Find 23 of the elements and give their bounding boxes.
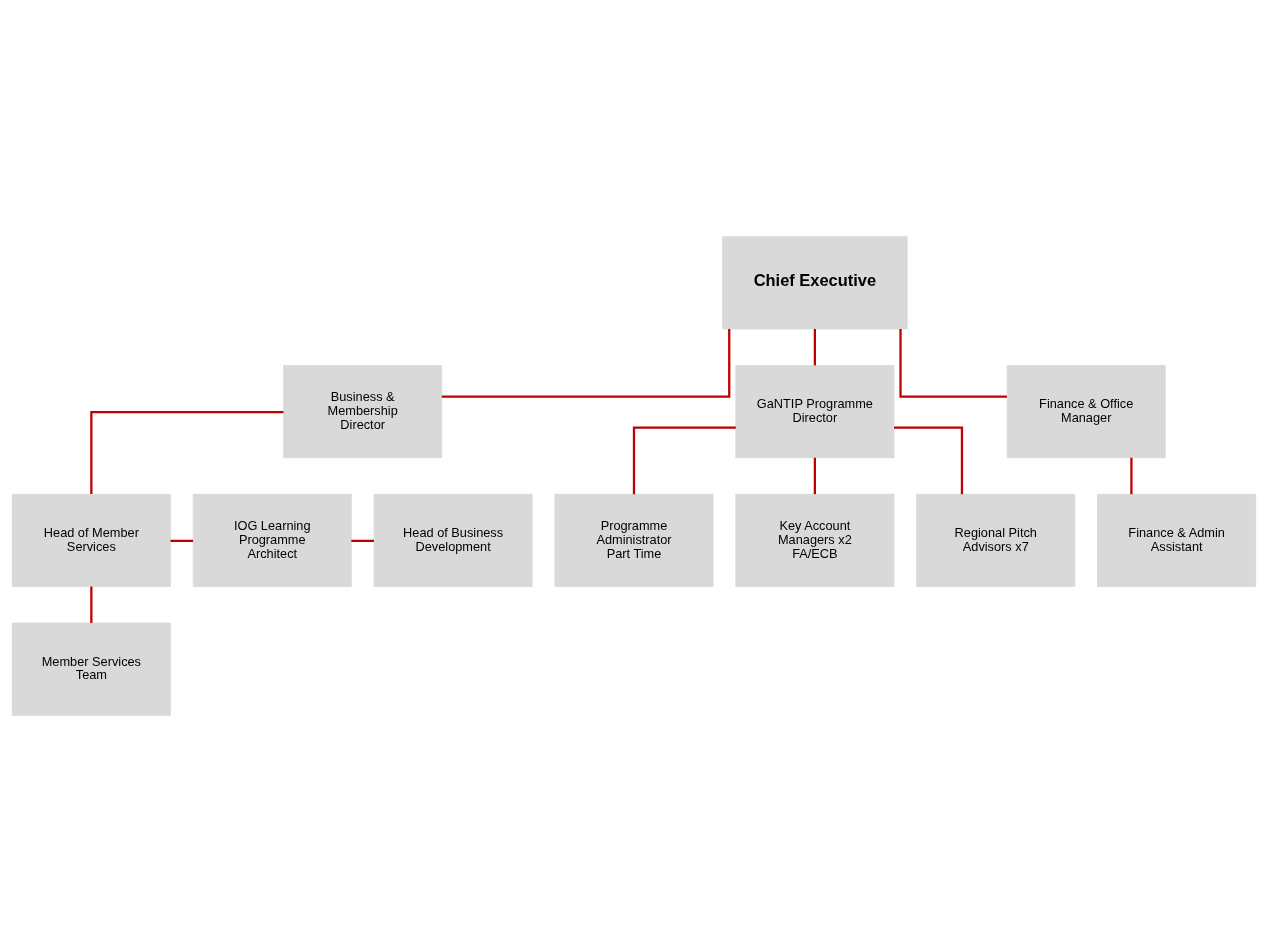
connector [813,328,816,366]
node-box: IOG Learning Programme Architect [192,493,352,587]
node-box: Head of Member Services [11,493,171,587]
connector [441,329,731,398]
connector [170,539,194,542]
node-box: Key Account Managers x2 FA/ECB [735,493,895,587]
connector [1130,457,1133,495]
connector [90,586,93,623]
connector [813,457,816,495]
node-box: GaNTIP Programme Director [735,365,895,459]
connector [894,426,964,495]
connector [351,539,374,542]
node-box: Finance & Office Manager [1006,365,1166,459]
node-box: Head of Business Development [373,493,533,587]
connector [90,410,284,495]
node-box: Chief Executive [722,236,908,330]
node-box: Member Services Team [11,622,171,716]
node-box: Regional Pitch Advisors x7 [916,493,1076,587]
connector [632,426,736,495]
node-box: Programme Administrator Part Time [554,493,714,587]
node-box: Finance & Admin Assistant [1097,493,1257,587]
node-box: Business & Membership Director [283,365,443,459]
connector [899,329,1007,398]
